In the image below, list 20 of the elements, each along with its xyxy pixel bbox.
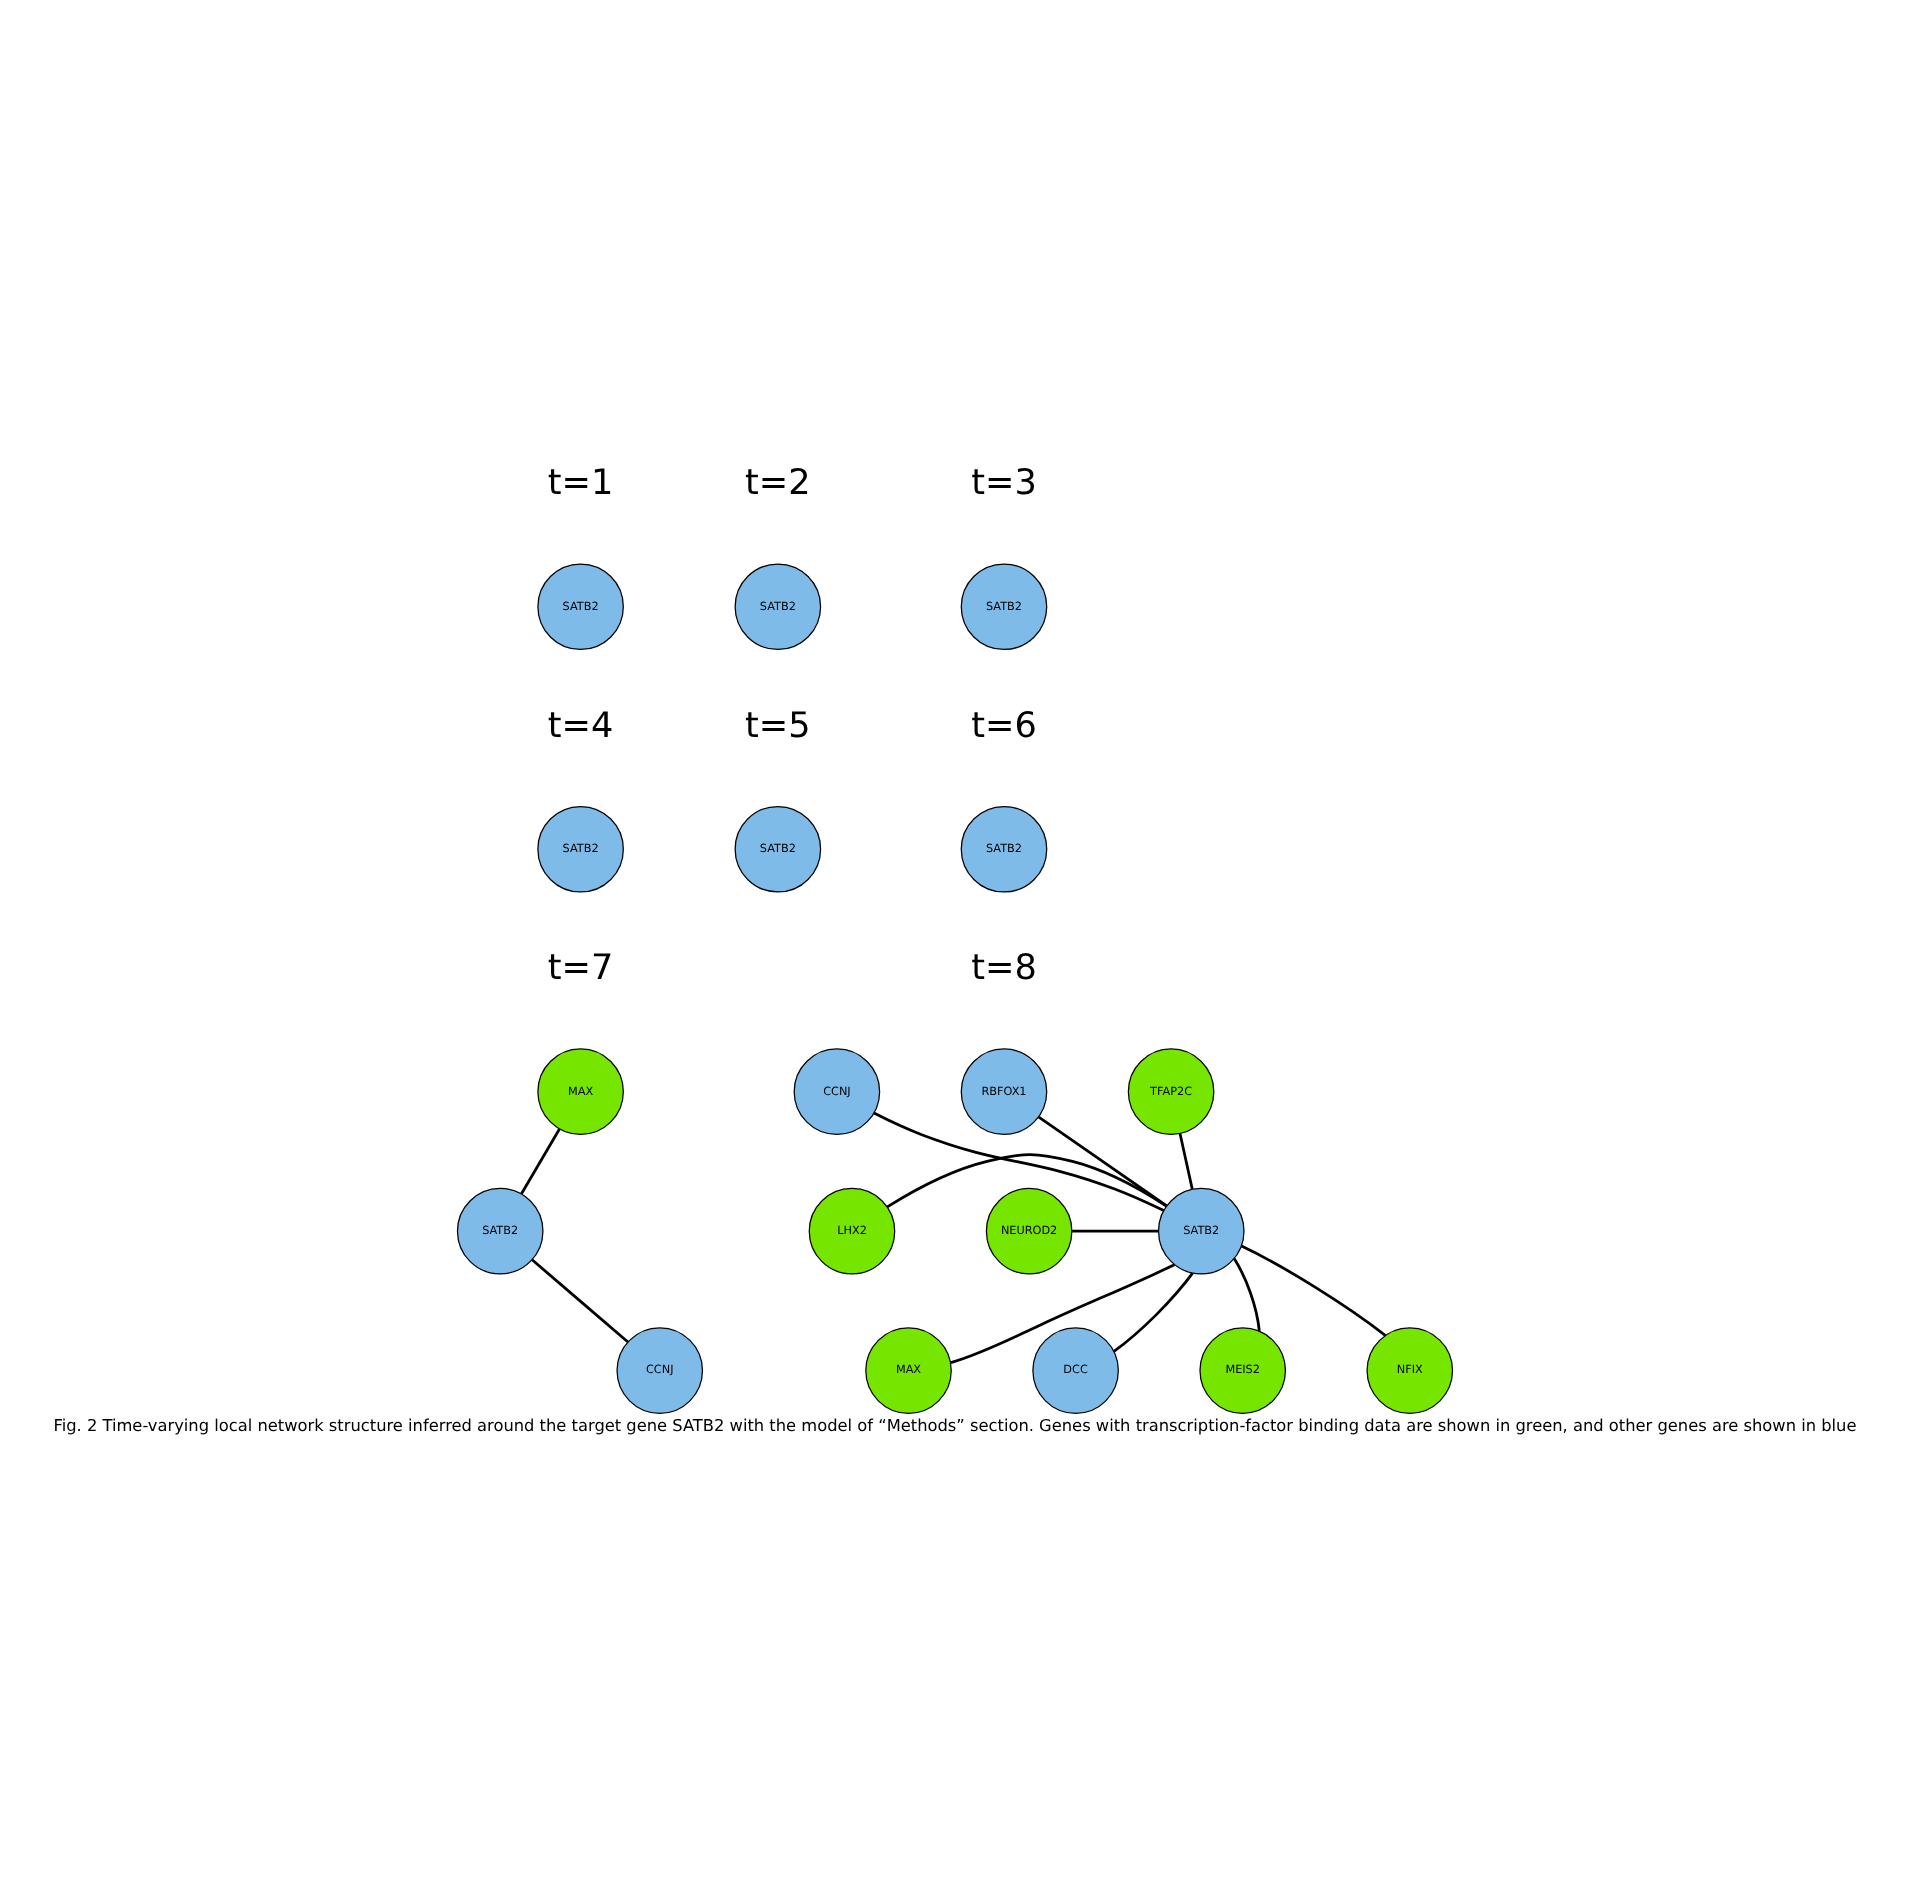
connector xyxy=(520,1128,561,1195)
label: t=8 xyxy=(971,949,1037,990)
label: t=4 xyxy=(547,706,614,747)
connector xyxy=(873,1111,1165,1212)
connector xyxy=(1233,1257,1261,1332)
connector xyxy=(1240,1244,1387,1337)
connector xyxy=(1038,1116,1168,1207)
label: t=1 xyxy=(547,464,614,505)
label: t=6 xyxy=(971,706,1037,747)
label: t=5 xyxy=(745,706,811,747)
connector xyxy=(1072,1229,1159,1233)
connector xyxy=(886,1153,1167,1209)
caption: Fig. 2 Time-varying local network structure inferred around the target gene SATB2 with the model of “Methods” section. Genes with transcription-factor binding data are shown in green, and other genes are shown in blue xyxy=(53,1415,1857,1436)
connector xyxy=(1178,1133,1194,1190)
connector xyxy=(531,1258,629,1344)
connector xyxy=(1113,1272,1194,1353)
label: t=2 xyxy=(745,464,811,505)
label: t=7 xyxy=(547,949,614,990)
label: t=3 xyxy=(971,464,1037,505)
connector xyxy=(950,1263,1175,1364)
